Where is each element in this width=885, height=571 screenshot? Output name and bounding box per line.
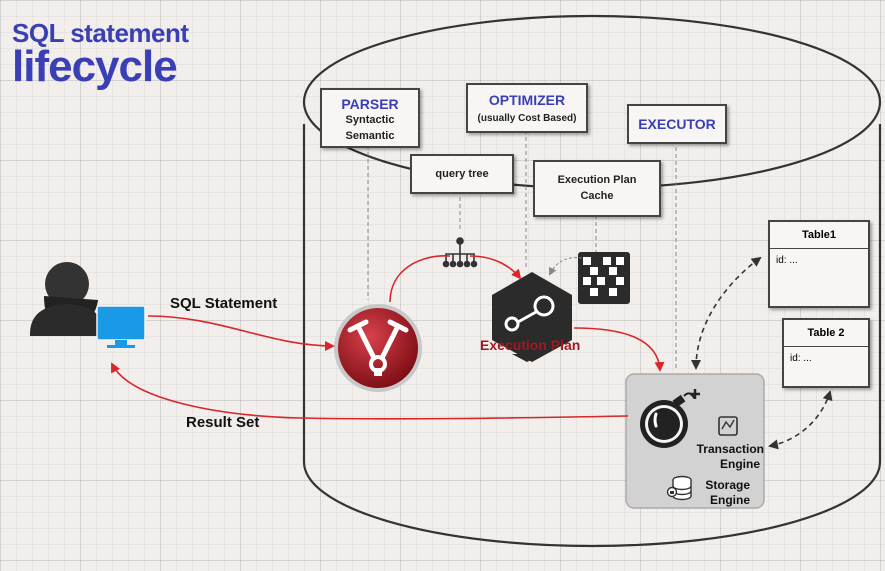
query-tree-label: query tree <box>435 168 489 180</box>
storage-engine-icon <box>666 475 692 501</box>
plan-to-executor-arrow <box>573 327 665 372</box>
diagram-subtitle: lifecycle <box>12 42 178 91</box>
table1-row: id: ... <box>776 255 798 266</box>
transaction-engine-icon <box>718 416 738 436</box>
plan-cache-box: Execution Plan Cache <box>533 160 661 217</box>
parser-engine-icon <box>334 304 422 392</box>
bomb-icon <box>640 389 700 448</box>
user-computer-icon <box>30 262 146 348</box>
execution-plan-icon <box>492 272 572 362</box>
plan-cache-line-2: Cache <box>580 190 614 202</box>
optimizer-title: OPTIMIZER <box>488 92 566 108</box>
transaction-engine-label: Transaction Engine <box>680 442 764 472</box>
table2-name: Table 2 <box>784 320 868 347</box>
storage-engine-line-2: Engine <box>709 493 750 507</box>
table2-box: Table 2 id: ... <box>782 318 870 388</box>
table1-box: Table1 id: ... <box>768 220 870 308</box>
transaction-engine-line-1: Transaction <box>696 442 764 456</box>
result-set-arrow <box>111 362 629 420</box>
diagram-title: SQL statement <box>12 18 189 48</box>
executor-box: EXECUTOR <box>627 104 727 144</box>
optimizer-subtitle: (usually Cost Based) <box>477 113 577 124</box>
optimizer-box: OPTIMIZER (usually Cost Based) <box>466 83 588 133</box>
query-tree-icon <box>442 237 478 268</box>
parser-title: PARSER <box>341 96 399 112</box>
sql-statement-label: SQL Statement <box>170 295 278 312</box>
parser-to-optimizer-arrow <box>389 255 451 303</box>
plan-cache-grid-icon <box>578 252 630 304</box>
plan-pointer <box>512 354 542 362</box>
query-tree-box: query tree <box>410 154 514 194</box>
table1-name: Table1 <box>770 222 868 249</box>
parser-line-1: Syntactic <box>345 114 395 126</box>
component-connectors <box>367 130 677 368</box>
result-set-label: Result Set <box>186 414 260 431</box>
execution-plan-label: Execution Plan <box>480 337 581 353</box>
parser-line-2: Semantic <box>345 130 395 142</box>
executor-title: EXECUTOR <box>638 116 716 132</box>
flow-arrows <box>111 255 665 420</box>
transaction-engine-line-2: Engine <box>719 457 760 471</box>
storage-engine-label: Storage Engine <box>690 478 750 508</box>
cache-to-plan-arrow <box>549 257 583 276</box>
sql-statement-arrow <box>147 315 335 351</box>
querytree-to-plan-arrow <box>469 255 522 280</box>
storage-engine-line-1: Storage <box>705 478 750 492</box>
table2-row: id: ... <box>790 353 812 364</box>
parser-box: PARSER Syntactic Semantic <box>320 88 420 148</box>
table-access-arrows <box>691 256 833 450</box>
plan-cache-line-1: Execution Plan <box>557 174 637 186</box>
